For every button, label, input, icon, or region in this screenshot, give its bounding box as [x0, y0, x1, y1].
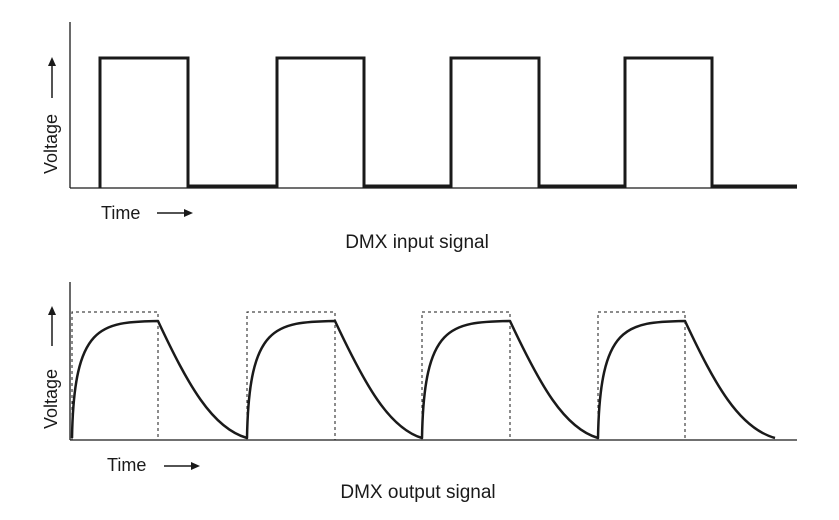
input-x-arrow-head: [184, 209, 193, 217]
input-x-axis-label: Time: [101, 203, 140, 223]
input-square-wave: [98, 56, 797, 188]
output-signal-panel: Voltage Time DMX output signal: [41, 282, 797, 503]
input-caption: DMX input signal: [345, 232, 489, 253]
output-x-arrow-head: [191, 462, 200, 470]
input-y-arrow-head: [48, 57, 56, 66]
output-rc-wave: [70, 319, 776, 440]
input-y-axis-label: Voltage: [41, 114, 61, 174]
output-y-axis-label: Voltage: [41, 369, 61, 429]
output-x-axis-label: Time: [107, 455, 146, 475]
output-reference-dashed-wave: [71, 311, 686, 441]
output-y-arrow-head: [48, 306, 56, 315]
input-signal-panel: Voltage Time DMX input signal: [41, 22, 797, 253]
output-caption: DMX output signal: [340, 482, 495, 503]
